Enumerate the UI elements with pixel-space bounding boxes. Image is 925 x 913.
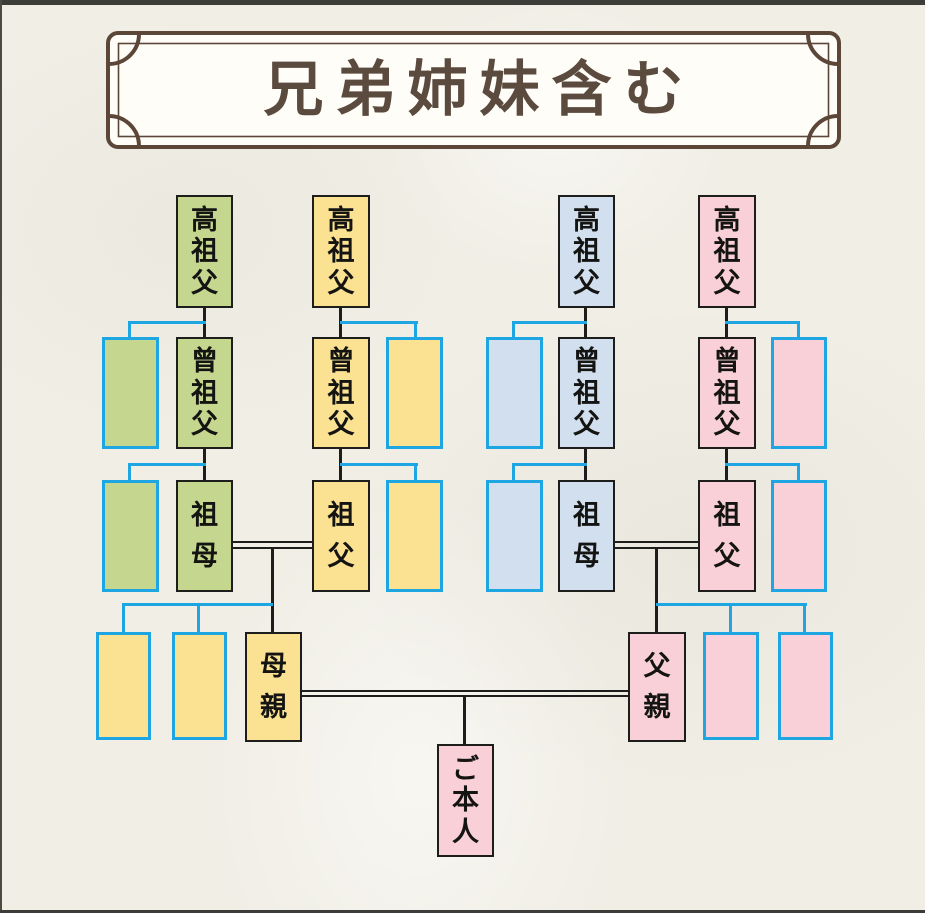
node-label: 高祖父 (713, 204, 741, 298)
sibling-branch-line (797, 463, 800, 482)
node-label: 祖母 (191, 499, 218, 572)
descent-line (339, 447, 342, 485)
mgm-sibling-box (102, 480, 159, 592)
node-label: 祖父 (327, 499, 355, 572)
marriage-line (302, 690, 628, 692)
sibling-branch-line (512, 463, 587, 466)
node-label: 高祖父 (191, 204, 218, 298)
mother-sibling-box (172, 632, 227, 740)
mother-box: 母親 (245, 632, 302, 742)
sibling-branch-line (512, 321, 587, 324)
node-label: ご本人 (452, 753, 479, 847)
page-edge-top (0, 0, 925, 5)
node-label: 曾祖父 (713, 346, 741, 439)
sibling-branch-line (512, 463, 515, 482)
pgm-great-grandfather-box: 曾祖父 (558, 337, 615, 449)
descent-line (584, 447, 587, 485)
mgf-great-grandfather-box: 曾祖父 (312, 337, 370, 449)
father-box: 父親 (628, 632, 686, 742)
pgm-sibling-box (486, 337, 543, 449)
node-label: 高祖父 (573, 204, 600, 298)
sibling-branch-line (128, 321, 206, 324)
sibling-branch-line (729, 603, 732, 634)
pgf-sibling-box (771, 480, 827, 592)
father-sibling-box (778, 632, 833, 740)
node-label: 曾祖父 (327, 346, 355, 439)
page-title: 兄弟姉妹含む (263, 57, 696, 123)
maternal-grandmother-box: 祖母 (176, 480, 233, 592)
subject-box: ご本人 (437, 744, 494, 857)
node-label: 祖父 (713, 499, 741, 572)
sibling-branch-line (725, 463, 800, 466)
descent-line (725, 447, 728, 485)
node-label: 高祖父 (327, 204, 355, 298)
descent-line (655, 547, 658, 635)
descent-line (463, 695, 466, 748)
sibling-branch-line (122, 603, 125, 634)
sibling-branch-line (414, 321, 417, 339)
sibling-branch-line (797, 321, 800, 339)
sibling-branch-line (197, 603, 200, 634)
page-edge-left (0, 0, 2, 913)
node-label: 父親 (643, 651, 671, 722)
node-label: 祖母 (573, 499, 600, 572)
paternal-grandfather-box: 祖父 (698, 480, 756, 592)
mgm-great-grandfather-box: 曾祖父 (176, 337, 233, 449)
descent-line (203, 447, 206, 485)
pgm-great-great-grandfather-box: 高祖父 (558, 195, 615, 308)
title-banner: 兄弟姉妹含む (105, 30, 842, 150)
father-sibling-box (703, 632, 759, 740)
mgm-sibling-box (102, 337, 159, 449)
node-label: 母親 (260, 651, 287, 722)
sibling-branch-line (512, 321, 515, 339)
mgf-sibling-box (386, 480, 443, 592)
sibling-branch-line (340, 321, 418, 324)
mother-sibling-box (96, 632, 151, 740)
node-label: 曾祖父 (191, 346, 218, 439)
sibling-branch-line (128, 321, 131, 339)
mgm-great-great-grandfather-box: 高祖父 (176, 195, 233, 308)
sibling-branch-line (725, 321, 800, 324)
sibling-branch-line (128, 463, 131, 482)
pgf-great-great-grandfather-box: 高祖父 (698, 195, 756, 308)
sibling-branch-line (803, 603, 806, 634)
pgf-great-grandfather-box: 曾祖父 (698, 337, 756, 449)
sibling-branch-line (340, 463, 418, 466)
sibling-branch-line (128, 463, 206, 466)
mgf-sibling-box (386, 337, 443, 449)
node-label: 曾祖父 (573, 346, 600, 439)
marriage-line (233, 541, 313, 543)
descent-line (271, 547, 274, 635)
pgf-sibling-box (771, 337, 827, 449)
maternal-grandfather-box: 祖父 (312, 480, 370, 592)
paternal-grandmother-box: 祖母 (558, 480, 615, 592)
page-edge-bottom (0, 910, 925, 913)
mgf-great-great-grandfather-box: 高祖父 (312, 195, 370, 308)
banner-frame (106, 31, 841, 149)
marriage-line (615, 541, 698, 543)
sibling-branch-line (414, 463, 417, 482)
pgm-sibling-box (486, 480, 543, 592)
